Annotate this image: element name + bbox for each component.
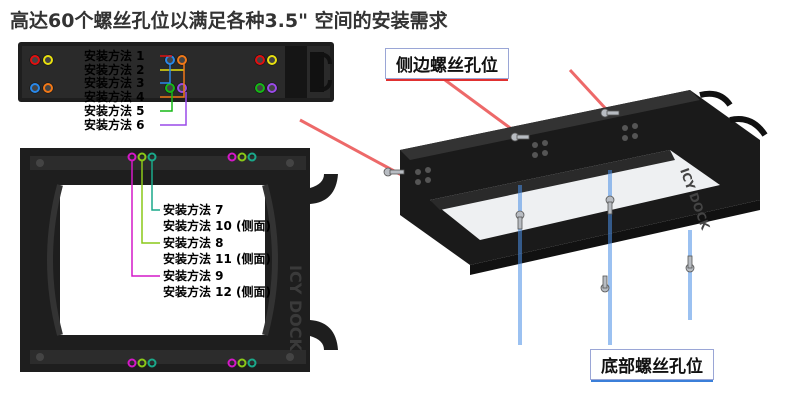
bracket-top-view: ICY DOCK (20, 148, 338, 372)
bottom-method-labels: 安装方法 7 安装方法 10 (侧面) 安装方法 8 安装方法 11 (侧面) … (163, 202, 271, 299)
method-label-7: 安装方法 7 (163, 202, 224, 217)
method-label-1: 安装方法 1 (84, 48, 145, 63)
method-label-12: 安装方法 12 (侧面) (163, 284, 271, 299)
bottom-holes-callout: 底部螺丝孔位 (590, 349, 714, 380)
method-label-11: 安装方法 11 (侧面) (163, 251, 271, 266)
method-label-8: 安装方法 8 (163, 235, 224, 250)
method-label-5: 安装方法 5 (84, 103, 145, 118)
brand-mark: ICY DOCK (286, 265, 305, 351)
method-label-2: 安装方法 2 (84, 62, 145, 77)
side-holes-callout: 侧边螺丝孔位 (385, 48, 509, 79)
side-method-labels: 安装方法 1 安装方法 2 安装方法 3 安装方法 4 安装方法 5 安装方法 … (84, 48, 145, 132)
bracket-isometric-view: ICY DOCK (299, 68, 768, 345)
bracket-side-view (18, 42, 334, 126)
method-label-3: 安装方法 3 (84, 75, 145, 90)
method-label-4: 安装方法 4 (84, 89, 145, 104)
method-label-10: 安装方法 10 (侧面) (163, 218, 271, 233)
method-label-6: 安装方法 6 (84, 117, 145, 132)
page-title: 高达60个螺丝孔位以满足各种3.5" 空间的安装需求 (10, 10, 448, 32)
method-label-9: 安装方法 9 (163, 268, 224, 283)
